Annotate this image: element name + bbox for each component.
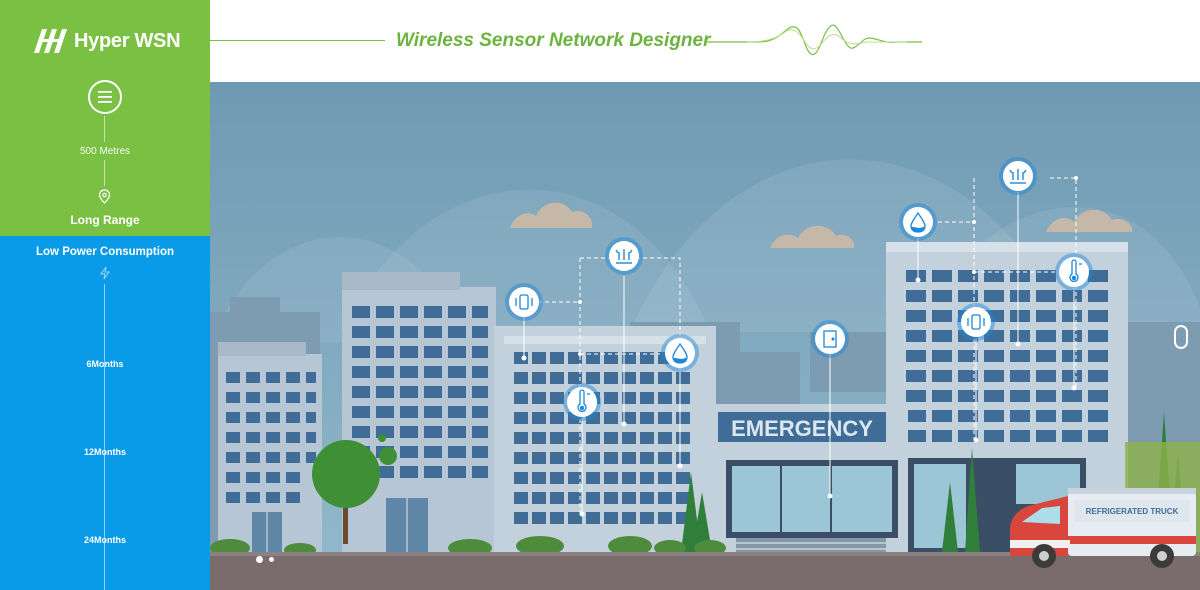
range-label: Long Range	[70, 213, 140, 227]
sidebar: Hyper WSN 500 Metres Long Range Low Powe…	[0, 0, 210, 590]
door-sensor[interactable]	[811, 320, 849, 358]
power-label: Low Power Consumption	[36, 246, 174, 258]
menu-button[interactable]	[88, 80, 122, 114]
vibration-sensor[interactable]	[957, 303, 995, 341]
air-quality-icon	[615, 249, 633, 264]
temperature-sensor[interactable]	[1055, 253, 1093, 291]
vibration-icon	[515, 294, 533, 310]
carousel-dots	[256, 556, 274, 563]
brand-logo[interactable]: Hyper WSN	[32, 27, 181, 55]
thermometer-icon	[577, 389, 590, 413]
lightning-icon	[100, 266, 110, 280]
air-quality-sensor[interactable]	[999, 157, 1037, 195]
refrigerated-truck	[1010, 488, 1196, 568]
vibration-sensor[interactable]	[505, 283, 543, 321]
building-tall	[342, 272, 496, 554]
building-left	[218, 342, 322, 554]
wave-decoration-icon	[707, 24, 922, 56]
brand-name: Hyper WSN	[74, 29, 181, 52]
hospital-building	[712, 242, 1128, 554]
timeline-6-months: 6Months	[86, 359, 124, 369]
water-drop-icon	[672, 342, 688, 364]
page-title: Wireless Sensor Network Designer	[396, 30, 711, 51]
air-quality-sensor[interactable]	[605, 237, 643, 275]
network-nodes	[521, 176, 1078, 517]
carousel-dot-active[interactable]	[256, 556, 263, 563]
air-quality-icon	[1009, 169, 1027, 184]
water-drop-icon	[910, 211, 926, 233]
city-scene: EMERGENCY	[210, 82, 1200, 590]
thermometer-icon	[1069, 259, 1082, 283]
location-pin-icon	[98, 189, 111, 204]
door-icon	[823, 330, 837, 348]
humidity-sensor[interactable]	[899, 203, 937, 241]
tree	[312, 434, 397, 544]
vibration-icon	[967, 314, 985, 330]
carousel-dot[interactable]	[269, 557, 274, 562]
city-illustration: EMERGENCY	[210, 82, 1200, 590]
water-leak-sensor[interactable]	[661, 334, 699, 372]
cloud	[510, 202, 1133, 248]
scroll-indicator[interactable]	[1174, 325, 1188, 349]
header-line-left	[210, 40, 385, 41]
sidebar-connector	[104, 116, 105, 142]
emergency-sign: EMERGENCY	[731, 416, 873, 441]
header: Wireless Sensor Network Designer	[210, 0, 1200, 82]
sidebar-blue-panel	[0, 236, 210, 590]
timeline-24-months: 24Months	[83, 535, 126, 545]
sidebar-connector	[104, 160, 105, 186]
temperature-sensor[interactable]	[563, 383, 601, 421]
timeline-12-months: 12Months	[83, 447, 126, 457]
truck-label: REFRIGERATED TRUCK	[1086, 507, 1179, 516]
range-value: 500 Metres	[79, 146, 131, 157]
timeline-line	[104, 284, 105, 590]
hyper-wsn-logo-icon	[34, 29, 67, 53]
hamburger-icon	[98, 91, 112, 103]
